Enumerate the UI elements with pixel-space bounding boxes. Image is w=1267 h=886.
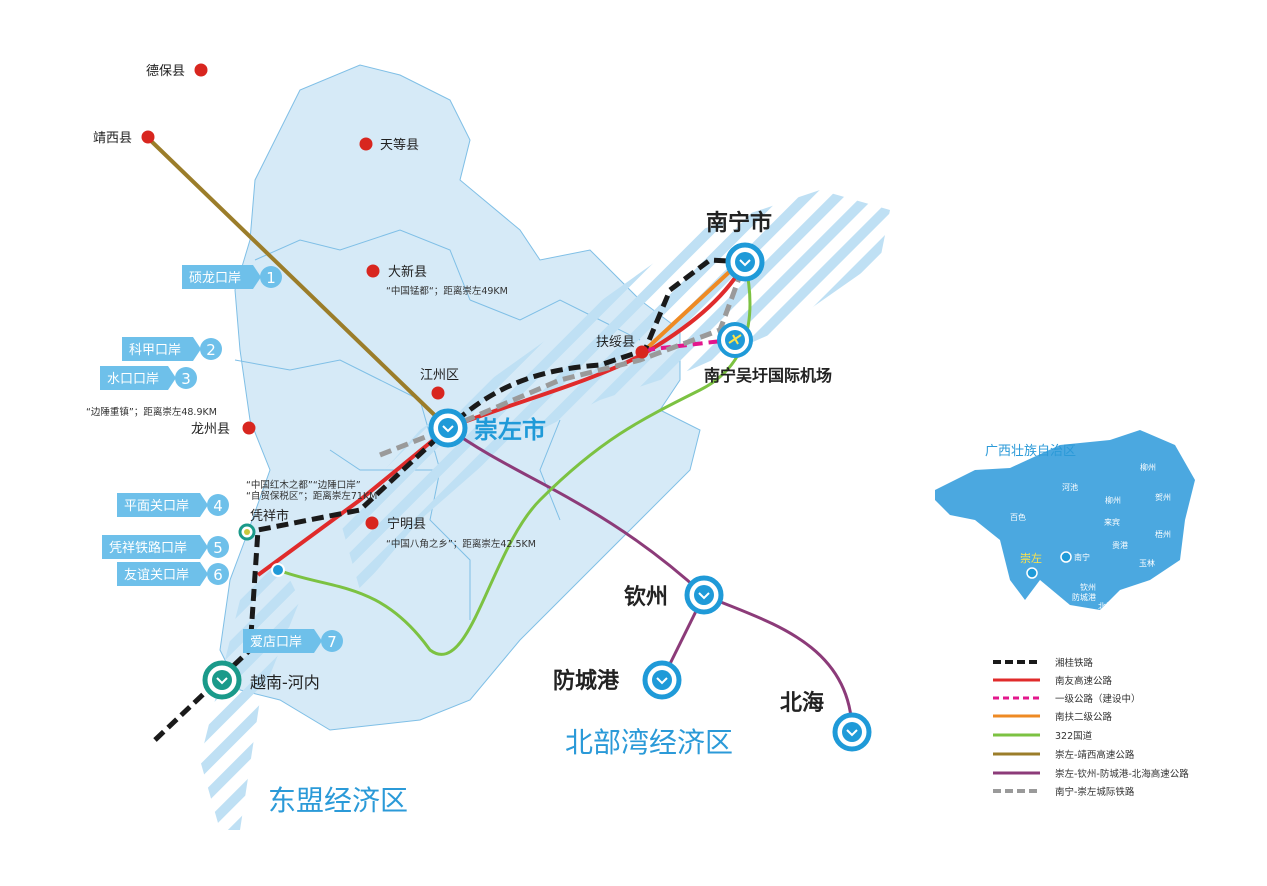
ningming-label: 宁明县 <box>387 516 426 532</box>
county-dots <box>141 63 649 530</box>
guangxi-inset-map: 广西壮族自治区 柳州 河池 贺州 柳州 百色 来宾 梧州 贵港 玉林 钦州 防城… <box>935 430 1195 611</box>
port-2[interactable]: 科甲口岸 2 <box>122 337 222 361</box>
tiandeng-label: 天等县 <box>380 137 419 153</box>
daxin-note: “中国锰都“；距离崇左49KM <box>386 285 508 297</box>
legend: 湘桂铁路 南友高速公路 一级公路（建设中） 南扶二级公路 322国道 崇左-靖西… <box>993 657 1189 798</box>
svg-text:湘桂铁路: 湘桂铁路 <box>1055 657 1094 669</box>
inset-nanning-label: 南宁 <box>1074 552 1090 562</box>
jingxi-dot <box>141 130 155 144</box>
ningming-note: “中国八角之乡”；距离崇左42.5KM <box>386 538 536 550</box>
nanning-label: 南宁市 <box>706 210 772 236</box>
asean-zone-label: 东盟经济区 <box>268 784 408 817</box>
route-nanfu <box>643 260 742 352</box>
svg-text:柳州: 柳州 <box>1105 495 1121 505</box>
svg-text:322国道: 322国道 <box>1055 730 1093 742</box>
fangchenggang-label: 防城港 <box>553 668 620 694</box>
jiangzhou-label: 江州区 <box>420 368 459 383</box>
svg-text:6: 6 <box>213 566 223 584</box>
beibu-gulf-zone-label: 北部湾经济区 <box>565 726 733 759</box>
port-4[interactable]: 平面关口岸 4 <box>117 493 229 517</box>
svg-text:凭祥铁路口岸: 凭祥铁路口岸 <box>109 540 187 556</box>
port-5[interactable]: 凭祥铁路口岸 5 <box>102 535 229 559</box>
svg-text:防城港: 防城港 <box>1072 592 1096 602</box>
pingxiang-marker[interactable] <box>238 523 256 541</box>
pingxiang-note-1: “中国红木之都”“边陲口岸” <box>246 479 361 491</box>
inset-title: 广西壮族自治区 <box>985 443 1076 459</box>
svg-text:科甲口岸: 科甲口岸 <box>129 343 181 358</box>
hub-fangchenggang[interactable] <box>642 660 682 700</box>
airport-label: 南宁吴圩国际机场 <box>704 366 832 385</box>
svg-text:南宁-崇左城际铁路: 南宁-崇左城际铁路 <box>1055 786 1135 798</box>
hub-qinzhou[interactable] <box>684 575 724 615</box>
jiangzhou-dot <box>431 386 445 400</box>
hub-chongzuo[interactable] <box>428 408 468 448</box>
svg-text:北海: 北海 <box>1098 601 1114 611</box>
svg-text:4: 4 <box>213 497 223 515</box>
guangxi-shape <box>935 430 1195 610</box>
vietnam-hanoi-label: 越南-河内 <box>250 673 320 692</box>
pingxiang-label: 凭祥市 <box>250 508 289 524</box>
svg-text:友谊关口岸: 友谊关口岸 <box>124 567 189 583</box>
pingxiang-note-2: “自贸保税区”；距离崇左71KM <box>246 490 377 502</box>
svg-text:硕龙口岸: 硕龙口岸 <box>189 271 241 286</box>
daxin-label: 大新县 <box>388 264 427 280</box>
longzhou-dot <box>242 421 256 435</box>
svg-text:南扶二级公路: 南扶二级公路 <box>1055 711 1113 723</box>
svg-text:一级公路（建设中）: 一级公路（建设中） <box>1055 693 1141 705</box>
ningming-dot <box>365 516 379 530</box>
port-6[interactable]: 友谊关口岸 6 <box>117 562 229 586</box>
hub-beihai[interactable] <box>832 712 872 752</box>
port-7[interactable]: 爱店口岸 7 <box>243 629 343 653</box>
chongzuo-region-shape <box>219 64 701 731</box>
daxin-dot <box>366 264 380 278</box>
svg-text:梧州: 梧州 <box>1155 529 1171 539</box>
fusui-label: 扶绥县 <box>596 335 635 350</box>
svg-text:1: 1 <box>266 269 276 287</box>
asean-corridor <box>200 560 300 830</box>
svg-text:钦州: 钦州 <box>1080 582 1096 592</box>
route-322 <box>277 261 752 656</box>
svg-text:河池: 河池 <box>1062 482 1078 492</box>
hub-nanning[interactable] <box>725 242 765 282</box>
chongzuo-label: 崇左市 <box>474 416 546 444</box>
route-chongzuo-jingxi <box>146 136 450 430</box>
svg-text:2: 2 <box>206 341 216 359</box>
development-corridor <box>340 190 890 590</box>
debao-dot <box>194 63 208 77</box>
svg-text:南友高速公路: 南友高速公路 <box>1055 675 1113 687</box>
svg-text:玉林: 玉林 <box>1139 558 1155 568</box>
jingxi-label: 靖西县 <box>93 131 132 146</box>
svg-text:爱店口岸: 爱店口岸 <box>250 635 302 650</box>
port-1[interactable]: 硕龙口岸 1 <box>182 265 282 289</box>
hub-vietnam-hanoi[interactable] <box>202 660 242 700</box>
longzhou-label: 龙州县 <box>191 422 230 437</box>
airport-icon[interactable] <box>717 322 753 358</box>
svg-text:崇左-靖西高速公路: 崇左-靖西高速公路 <box>1055 749 1135 761</box>
route-class1-construction <box>644 338 731 352</box>
port-3[interactable]: 水口口岸 3 <box>100 366 197 390</box>
fusui-dot <box>635 345 649 359</box>
youyiguan-marker[interactable] <box>271 563 285 577</box>
svg-text:柳州: 柳州 <box>1140 462 1156 472</box>
longzhou-note: “边陲重镇”；距离崇左48.9KM <box>86 406 217 418</box>
inset-chongzuo-label: 崇左 <box>1020 552 1042 565</box>
svg-text:7: 7 <box>327 633 337 651</box>
svg-text:贵港: 贵港 <box>1112 540 1128 550</box>
svg-text:平面关口岸: 平面关口岸 <box>124 499 189 514</box>
svg-text:水口口岸: 水口口岸 <box>107 372 159 387</box>
svg-text:来宾: 来宾 <box>1104 517 1120 527</box>
svg-text:贺州: 贺州 <box>1155 492 1171 502</box>
svg-text:3: 3 <box>181 370 191 388</box>
svg-text:百色: 百色 <box>1010 512 1026 522</box>
beihai-label: 北海 <box>780 690 824 716</box>
tiandeng-dot <box>359 137 373 151</box>
svg-text:5: 5 <box>213 539 223 557</box>
debao-label: 德保县 <box>146 64 185 79</box>
qinzhou-label: 钦州 <box>624 585 668 610</box>
svg-text:崇左-钦州-防城港-北海高速公路: 崇左-钦州-防城港-北海高速公路 <box>1055 768 1189 780</box>
